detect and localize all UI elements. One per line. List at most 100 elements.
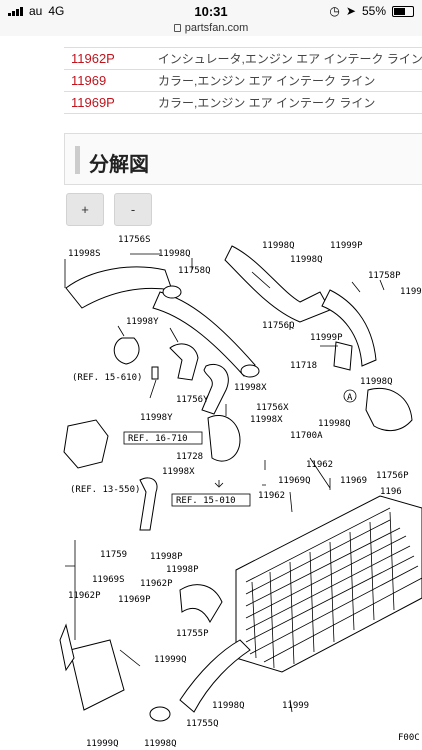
status-bar: au 4G 10:31 ◷ ➤ 55% [0,0,422,22]
lower-hose-left [179,584,223,624]
part-label: 11969Q [278,476,311,486]
intake-bent-pipe [139,477,158,531]
part-label: 11998Y [140,413,173,423]
part-label: 11962P [68,591,101,601]
part-label: 11998S [68,249,101,259]
part-label: 11998Q [158,249,191,259]
part-label: 11998Q [360,377,393,387]
ref-box [171,493,251,507]
part-label: 11998Q [290,255,323,265]
part-number-link[interactable]: 11969 [71,73,107,88]
bracket-mount [333,341,353,371]
lock-icon [173,24,181,32]
table-row-partial [64,36,422,48]
lower-bracket [69,639,125,711]
short-hose [169,343,199,381]
hose-clamp [162,285,182,299]
part-label: 11756Q [262,321,295,331]
status-right: ◷ ➤ 55% [329,4,414,18]
part-description: インシュレータ,エンジン エア インテーク ライン [157,52,422,66]
part-number-link[interactable]: 11962P [71,51,115,66]
part-label: 11756Y [176,395,209,405]
network-label: 4G [48,4,65,18]
part-label: (REF. 15-610) [72,373,142,383]
elbow-hose [201,364,229,415]
section-header: 分解図 [64,133,422,185]
table-row[interactable]: 11962P インシュレータ,エンジン エア インテーク ライン [64,48,422,70]
part-label: A [347,393,353,403]
part-label: 11759 [100,550,127,560]
small-fitting [151,366,159,380]
part-label: 11999 [282,701,309,711]
intercooler [235,495,422,673]
location-icon: ➤ [345,4,356,18]
url-text: partsfan.com [184,22,249,34]
bracket-part [113,337,140,365]
part-label: 11758P [368,271,401,281]
signal-icon [8,6,23,16]
part-label: 11756X [256,403,289,413]
part-label: 11700A [290,431,323,441]
part-number-link[interactable]: 11969P [71,95,115,110]
table-row[interactable]: 11969P カラー,エンジン エア インテーク ライン [64,92,422,114]
part-label: 11969P [118,595,151,605]
battery-icon [392,5,414,17]
part-label: 11999Q [154,655,187,665]
part-label: 11999Q [86,739,119,749]
down-arrow [214,480,224,488]
part-label: REF. 16-710 [128,434,188,444]
lower-pipe [179,639,251,713]
part-label: 11756S [118,235,151,245]
intake-pipe-long [152,291,256,377]
part-label: 11998X [234,383,267,393]
part-label: 1199 [400,287,422,297]
part-label: 11999P [310,333,343,343]
alarm-icon: ◷ [329,4,340,18]
throttle-body [63,419,109,469]
part-label: 11962 [258,491,285,501]
bracket-plate [59,623,75,672]
table-row[interactable]: 11969 カラー,エンジン エア インテーク ライン [64,70,422,92]
part-label: 11969 [340,476,367,486]
part-label: 11998Q [212,701,245,711]
section-accent [75,146,80,174]
far-right-hose [365,388,413,431]
right-duct [321,289,377,367]
ref-box [123,431,203,445]
hose-clamp [240,364,260,378]
part-label: 11998Q [318,419,351,429]
clock: 10:31 [194,4,228,19]
part-label: F00C [398,733,420,743]
zoom-in-button[interactable]: + [66,193,104,226]
address-bar[interactable]: partsfan.com [0,22,422,36]
exploded-diagram[interactable]: 11756S 11998S 11998Q 11758Q 11998Q 11999… [0,230,422,750]
marker-circle [343,389,357,403]
part-label: 11755Q [186,719,219,729]
part-label: 11962 [306,460,333,470]
part-label: 11998P [166,565,199,575]
section-title: 分解図 [89,154,149,176]
part-label: 11962P [140,579,173,589]
part-label: 1196 [380,487,402,497]
carrier-label: au [29,4,43,18]
status-left: au 4G [8,4,64,18]
part-label: 11999P [330,241,363,251]
resonator-hose [207,415,241,462]
part-label: 11998Y [126,317,159,327]
part-label: 11969S [92,575,125,585]
part-label: REF. 15-010 [176,496,236,506]
battery-percent: 55% [361,4,386,18]
part-label: 11728 [176,452,203,462]
intake-hose-upper-left [65,266,173,309]
part-label: 11755P [176,629,209,639]
part-label: 11756P [376,471,409,481]
part-label: 11998X [250,415,283,425]
parts-table: 11962P インシュレータ,エンジン エア インテーク ライン 11969 カ… [64,36,422,114]
part-description: カラー,エンジン エア インテーク ライン [158,96,376,110]
leader-lines [64,253,385,713]
zoom-out-button[interactable]: - [114,193,152,226]
part-label: 11718 [290,361,317,371]
part-label: 11998X [162,467,195,477]
part-description: カラー,エンジン エア インテーク ライン [158,74,376,88]
hose-clamp [149,706,171,722]
